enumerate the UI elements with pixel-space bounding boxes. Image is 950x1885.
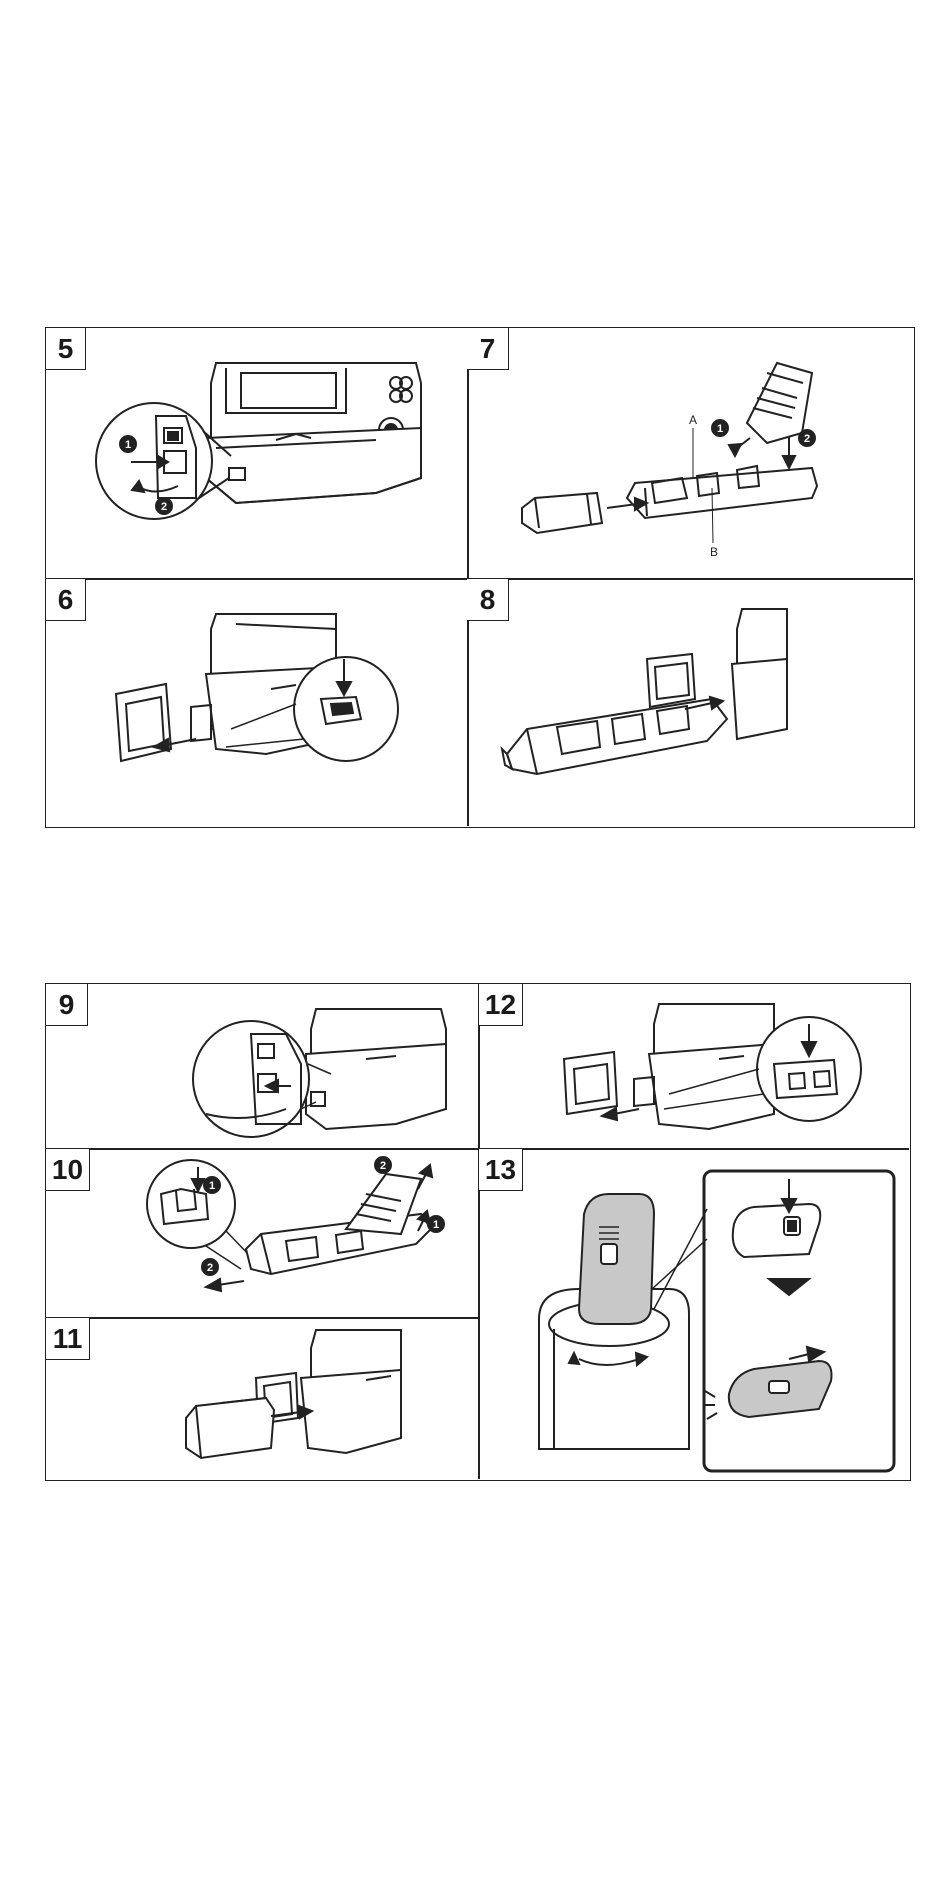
step-6-illustration [46, 579, 467, 827]
svg-text:2: 2 [161, 501, 167, 513]
step-10-illustration: 1 2 2 1 [46, 1149, 478, 1317]
circled-number-icon: 1 [203, 1176, 221, 1194]
svg-text:1: 1 [125, 439, 131, 451]
circled-number-icon: 2 [155, 497, 173, 515]
circled-number-icon: 2 [201, 1258, 219, 1276]
arrow-icon [206, 1279, 221, 1291]
circled-number-icon: 2 [798, 429, 816, 447]
step-10-panel: 10 [46, 1149, 478, 1317]
step-5-illustration: 1 2 [46, 328, 467, 578]
step-7-panel: 7 [467, 328, 913, 578]
svg-text:2: 2 [207, 1262, 213, 1274]
arrow-icon [729, 444, 741, 456]
step-12-illustration [479, 984, 909, 1148]
svg-text:1: 1 [717, 423, 723, 435]
circled-number-icon: 1 [119, 435, 137, 453]
step-6-panel: 6 [46, 579, 467, 827]
step-13-illustration [479, 1149, 909, 1479]
step-9-illustration [46, 984, 478, 1148]
svg-text:2: 2 [380, 1160, 386, 1172]
instruction-group-top: 5 [45, 327, 915, 828]
circled-number-icon: 1 [711, 419, 729, 437]
instruction-group-bottom: 9 12 [45, 983, 911, 1481]
arrow-icon [783, 456, 795, 468]
label-b: B [710, 545, 718, 559]
step-5-panel: 5 [46, 328, 467, 578]
svg-text:1: 1 [433, 1219, 439, 1231]
step-11-illustration [46, 1318, 478, 1479]
svg-text:2: 2 [804, 433, 810, 445]
arrow-icon [602, 1108, 617, 1120]
step-9-panel: 9 [46, 984, 478, 1148]
circled-number-icon: 2 [374, 1156, 392, 1174]
step-13-panel: 13 [479, 1149, 909, 1479]
step-11-panel: 11 [46, 1318, 478, 1479]
label-a: A [689, 413, 697, 427]
step-8-illustration [467, 579, 913, 827]
step-7-illustration: A B 1 2 [467, 328, 913, 578]
step-8-panel: 8 [467, 579, 913, 827]
arrow-icon [420, 1165, 432, 1177]
step-12-panel: 12 [479, 984, 909, 1148]
circled-number-icon: 1 [427, 1215, 445, 1233]
svg-text:1: 1 [209, 1180, 215, 1192]
